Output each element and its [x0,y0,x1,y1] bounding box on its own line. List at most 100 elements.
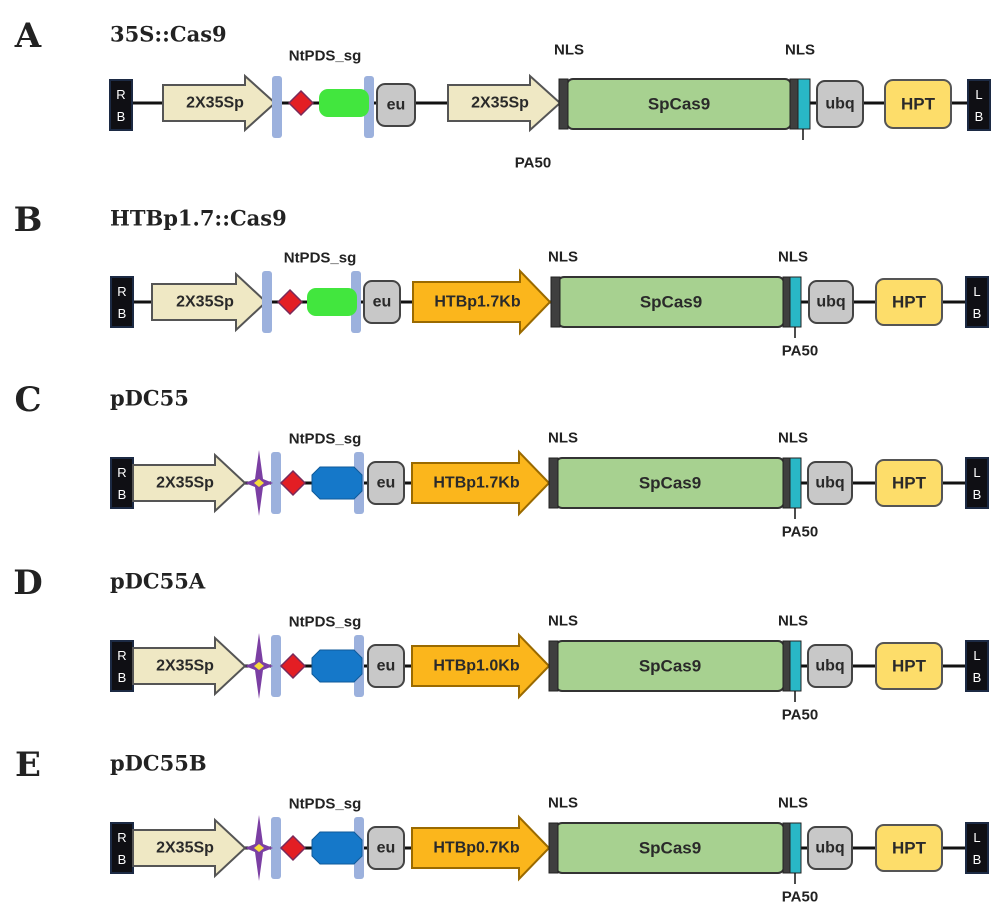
sgrna-label: NtPDS_sg [284,250,357,267]
construct-title: 35S::Cas9 [110,22,227,47]
eu-terminator-label: eu [387,97,406,114]
left-border-letter: L [973,648,980,663]
right-border-letter: B [118,852,127,867]
construct-title: pDC55 [110,386,189,411]
right-border-letter: B [118,670,127,685]
right-border-letter: R [117,648,126,663]
panel-letter: A [14,16,42,56]
hpt-label: HPT [892,657,927,676]
htb-promoter-arrow-label: HTBp1.7Kb [434,294,520,311]
hpt-label: HPT [901,95,936,114]
blue-capsule [312,650,362,682]
green-capsule [307,288,357,316]
panel-letter: B [14,200,43,240]
ubq-terminator-label: ubq [815,840,844,857]
red-diamond [278,290,302,314]
right-border-letter: B [117,109,126,124]
right-border-letter: R [117,465,126,480]
nls-label-right: NLS [778,795,808,812]
nls-label-left: NLS [548,795,578,812]
nls-block-left [559,79,568,129]
panel-c: CpDC55RBLB2X35SpNtPDS_sgeuHTBp1.7KbNLSNL… [14,380,988,541]
pa50-label: PA50 [782,343,818,360]
nls-label-left: NLS [554,42,584,59]
eu-terminator-label: eu [377,658,396,675]
right-border-letter: B [118,306,127,321]
promoter-35s-arrow-2-label: 2X35Sp [471,95,529,112]
construct-title: pDC55B [110,751,207,776]
eu-terminator-label: eu [373,294,392,311]
nls-cyan-block [798,79,810,129]
nls-label-right: NLS [778,613,808,630]
panel-e: EpDC55BRBLB2X35SpNtPDS_sgeuHTBp0.7KbNLSN… [15,745,988,906]
hpt-label: HPT [892,474,927,493]
promoter-35s-arrow-label: 2X35Sp [186,95,244,112]
right-border-letter: B [118,487,127,502]
panel-b: BHTBp1.7::Cas9RBLB2X35SpNtPDS_sgeuHTBp1.… [14,200,988,360]
pa50-label: PA50 [782,889,818,906]
nls-cyan-block [790,641,801,691]
red-diamond [281,471,305,495]
panel-letter: D [13,563,42,603]
sgrna-label: NtPDS_sg [289,48,362,65]
panel-a: A35S::Cas9RBLB2X35SpNtPDS_sgeu2X35SpNLSN… [14,16,990,172]
red-diamond [281,836,305,860]
nls-label-right: NLS [778,249,808,266]
pa50-label: PA50 [515,155,551,172]
sgrna-label: NtPDS_sg [289,431,362,448]
right-border-letter: R [117,830,126,845]
left-border-letter: B [975,109,984,124]
left-border-letter: L [973,284,980,299]
nls-block-left [549,641,558,691]
left-border-letter: B [973,306,982,321]
nls-block-left [551,277,560,327]
right-border-letter: R [117,284,126,299]
ubq-terminator-label: ubq [825,96,854,113]
hpt-label: HPT [892,293,927,312]
nls-block-left [549,823,558,873]
green-capsule [319,89,369,117]
construct-title: pDC55A [110,569,206,594]
panel-letter: C [14,380,41,420]
spcas9-label: SpCas9 [639,474,701,493]
nls-cyan-block [790,823,801,873]
eu-terminator-label: eu [377,840,396,857]
spcas9-label: SpCas9 [639,657,701,676]
nls-label-left: NLS [548,430,578,447]
left-border-letter: B [973,487,982,502]
nls-block-left [549,458,558,508]
left-border-letter: L [975,87,982,102]
nls-label-right: NLS [785,42,815,59]
sgrna-label: NtPDS_sg [289,796,362,813]
spcas9-label: SpCas9 [640,293,702,312]
sgrna-cassette-bar [262,271,272,333]
left-border-letter: L [973,465,980,480]
htb-promoter-arrow-label: HTBp1.7Kb [433,475,519,492]
nls-label-right: NLS [778,430,808,447]
nls-label-left: NLS [548,613,578,630]
hpt-label: HPT [892,839,927,858]
left-border-letter: B [973,670,982,685]
red-diamond [281,654,305,678]
panel-letter: E [15,745,41,785]
left-border-letter: B [973,852,982,867]
spcas9-label: SpCas9 [639,839,701,858]
pa50-label: PA50 [782,524,818,541]
nls-block-right [790,79,798,129]
htb-promoter-arrow-label: HTBp1.0Kb [433,658,519,675]
htb-promoter-arrow-label: HTBp0.7Kb [433,840,519,857]
sgrna-cassette-bar [272,76,282,138]
nls-cyan-block [790,458,801,508]
promoter-35s-arrow-label: 2X35Sp [156,658,214,675]
construct-title: HTBp1.7::Cas9 [110,206,287,231]
panel-d: DpDC55ARBLB2X35SpNtPDS_sgeuHTBp1.0KbNLSN… [13,563,988,724]
ubq-terminator-label: ubq [816,294,845,311]
spcas9-label: SpCas9 [648,95,710,114]
eu-terminator-label: eu [377,475,396,492]
right-border-letter: R [116,87,125,102]
sgrna-label: NtPDS_sg [289,614,362,631]
nls-label-left: NLS [548,249,578,266]
promoter-35s-arrow-label: 2X35Sp [176,294,234,311]
